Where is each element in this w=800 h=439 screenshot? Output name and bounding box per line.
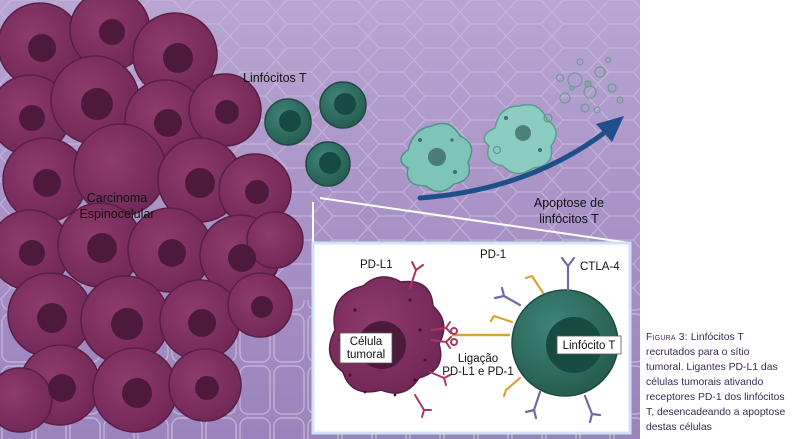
apoptosis-label-line2: linfócitos T — [539, 212, 599, 226]
caption-line: tumoral. Ligantes PD-L1 das — [646, 362, 778, 373]
apoptotic-cell — [483, 103, 557, 175]
ctla4-receptors — [493, 256, 602, 424]
pdl1-label: PD-L1 — [360, 259, 393, 271]
apoptotic-cell — [400, 122, 473, 193]
figure-label: Figura 3: — [646, 332, 688, 343]
caption-line: T, desencadeando a apoptose — [646, 407, 786, 418]
lymphocyte-cells — [264, 81, 367, 187]
tumor-cell-label-line2: tumoral — [347, 349, 385, 361]
apoptosis-label-line1: Apoptose de — [534, 196, 604, 210]
pdl1-ligands — [409, 261, 452, 418]
caption-line: recrutados para o sítio — [646, 347, 750, 358]
lymphocyte-cell — [305, 141, 351, 187]
binding-label-line2: PD-L1 e PD-1 — [442, 366, 514, 378]
lymphocytes-label: Linfócitos T — [243, 71, 307, 85]
figure-caption: Figura 3: Linfócitos T recrutados para o… — [646, 330, 798, 435]
tumor-cell-label-line1: Célula — [350, 336, 383, 348]
carcinoma-label-line2: Espinocelular — [79, 207, 154, 221]
ctla4-label: CTLA-4 — [580, 261, 620, 273]
caption-line: células tumorais ativando — [646, 377, 764, 388]
inset-panel: Célula tumoral Linfócito T — [311, 197, 632, 435]
lymphocyte-cell — [264, 98, 312, 146]
lymphocyte-cell — [319, 81, 367, 129]
apoptotic-cells — [400, 56, 624, 193]
caption-line: destas células — [646, 422, 712, 433]
pd1-pdl1-binding — [450, 327, 510, 346]
pd1-label: PD-1 — [480, 249, 506, 261]
carcinoma-mass — [0, 0, 304, 433]
apoptotic-fragments — [555, 56, 624, 114]
illustration: Linfócitos T Carcinoma Espinocelular Ap — [0, 0, 640, 439]
apoptosis-arrow — [417, 116, 624, 201]
caption-line: Linfócitos T — [690, 332, 744, 343]
carcinoma-label-line1: Carcinoma — [87, 191, 147, 205]
caption-line: receptores PD-1 dos linfócitos — [646, 392, 785, 403]
t-cell-label: Linfócito T — [563, 340, 616, 352]
binding-label-line1: Ligação — [458, 353, 498, 365]
pd1-receptors — [489, 274, 545, 398]
